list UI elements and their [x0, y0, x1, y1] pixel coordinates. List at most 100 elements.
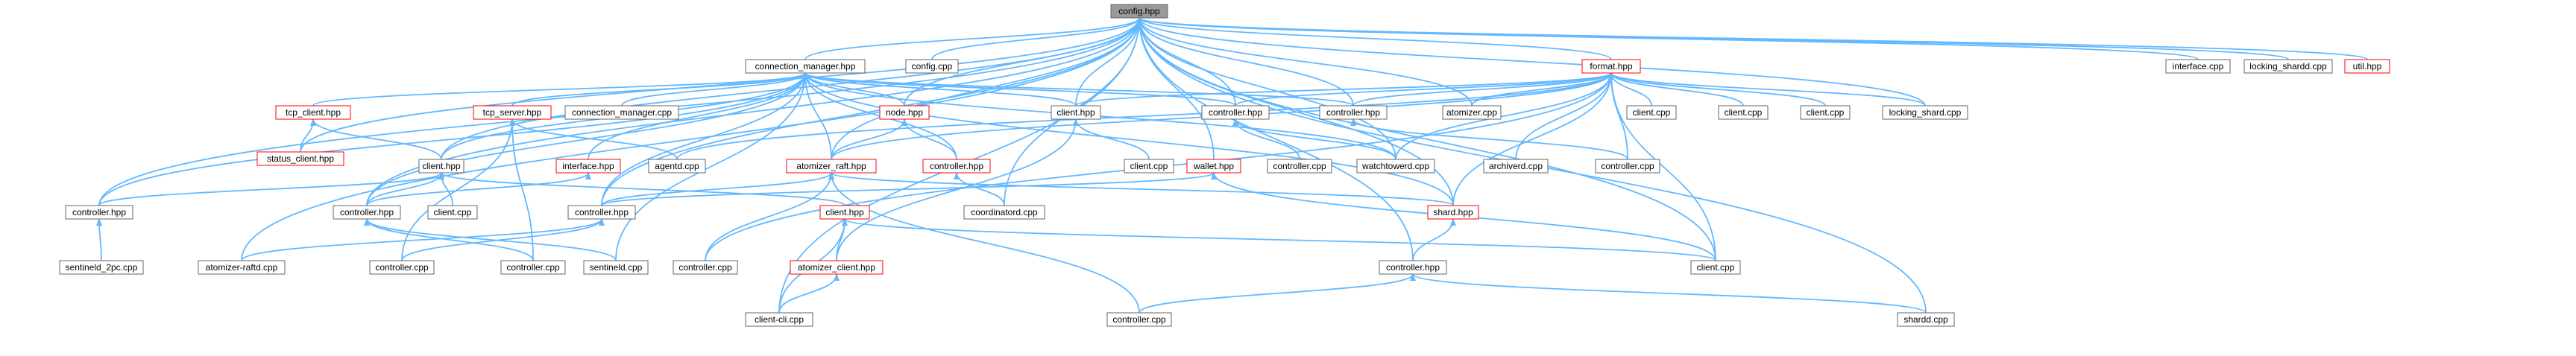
include-edge-line — [901, 118, 957, 160]
include-edge — [366, 17, 1142, 206]
include-edge — [438, 172, 453, 206]
file-node-archiverd-cpp[interactable]: archiverd.cpp — [1483, 159, 1549, 174]
file-node-controller-cpp-f[interactable]: controller.cpp — [1106, 312, 1172, 327]
file-node-label: tcp_client.hpp — [286, 107, 341, 118]
file-node-client-cpp-b[interactable]: client.cpp — [1718, 105, 1769, 120]
file-node-tcp-server-hpp[interactable]: tcp_server.hpp — [473, 105, 552, 120]
file-node-shardd-cpp[interactable]: shardd.cpp — [1897, 312, 1955, 327]
file-node-box — [1483, 159, 1549, 174]
include-edge-line — [615, 72, 808, 261]
include-edge — [96, 218, 103, 261]
file-node-box — [1718, 105, 1769, 120]
file-node-controller-cpp-a[interactable]: controller.cpp — [1267, 159, 1332, 174]
file-node-controller-hpp-c[interactable]: controller.hpp — [65, 205, 133, 220]
file-node-client-cpp-e[interactable]: client.cpp — [427, 205, 478, 220]
include-edge-line — [802, 72, 905, 107]
file-node-client-hpp-red[interactable]: client.hpp — [819, 205, 870, 220]
file-node-coordinatord-cpp[interactable]: coordinatord.cpp — [963, 205, 1045, 220]
include-edge-line — [241, 218, 605, 261]
file-node-label: client.cpp — [1633, 107, 1671, 118]
file-node-format-hpp[interactable]: format.hpp — [1581, 59, 1641, 74]
file-node-box — [745, 312, 813, 327]
file-node-controller-hpp-f[interactable]: controller.hpp — [1379, 260, 1447, 275]
include-edge — [615, 72, 808, 261]
file-node-config-hpp[interactable]: config.hpp — [1110, 4, 1168, 19]
include-edge-line — [241, 17, 1142, 261]
include-edge-line — [1136, 17, 1926, 107]
file-node-client-cpp-a[interactable]: client.cpp — [1626, 105, 1677, 120]
file-node-controller-hpp-red[interactable]: controller.hpp — [922, 159, 991, 174]
file-node-box — [745, 59, 866, 74]
include-edge-line — [804, 17, 1142, 60]
file-node-config-cpp[interactable]: config.cpp — [905, 59, 959, 74]
include-edge — [1136, 17, 2368, 60]
file-node-interface-cpp[interactable]: interface.cpp — [2165, 59, 2231, 74]
file-node-watchtowerd-cpp[interactable]: watchtowerd.cpp — [1356, 159, 1435, 174]
include-edge-line — [1075, 72, 1614, 107]
include-edge-line — [511, 72, 808, 107]
include-edge — [1139, 273, 1416, 314]
include-edge-line — [831, 118, 907, 160]
file-node-util-hpp[interactable]: util.hpp — [2344, 59, 2390, 74]
file-node-box — [905, 59, 959, 74]
file-node-label: controller.hpp — [1326, 107, 1380, 118]
file-node-status-client-hpp[interactable]: status_client.hpp — [256, 151, 344, 166]
file-node-client-cpp-f[interactable]: client.cpp — [1690, 260, 1741, 275]
file-node-client-cli-cpp[interactable]: client-cli.cpp — [745, 312, 813, 327]
file-node-controller-cpp-c[interactable]: controller.cpp — [369, 260, 435, 275]
file-node-box — [1442, 105, 1502, 120]
file-node-interface-hpp[interactable]: interface.hpp — [555, 159, 621, 174]
include-edge-line — [366, 17, 1142, 206]
file-node-controller-hpp-a[interactable]: controller.hpp — [1201, 105, 1270, 120]
file-node-atomizer-cpp[interactable]: atomizer.cpp — [1442, 105, 1502, 120]
include-edge — [1136, 17, 1926, 107]
file-node-shard-hpp[interactable]: shard.hpp — [1427, 205, 1479, 220]
file-node-client-hpp-b[interactable]: client.hpp — [418, 159, 465, 174]
file-node-atomizer-client-hpp[interactable]: atomizer_client.hpp — [790, 260, 884, 275]
file-node-locking-shardd-cpp[interactable]: locking_shardd.cpp — [2243, 59, 2333, 74]
file-node-controller-hpp-d[interactable]: controller.hpp — [333, 205, 401, 220]
file-node-client-cpp-d[interactable]: client.cpp — [1124, 159, 1174, 174]
include-edge — [601, 172, 1217, 206]
file-node-label: util.hpp — [2353, 61, 2382, 71]
file-node-agentd-cpp[interactable]: agentd.cpp — [648, 159, 706, 174]
file-node-atomizer-raft-hpp[interactable]: atomizer_raft.hpp — [786, 159, 877, 174]
file-node-label: atomizer_client.hpp — [798, 262, 875, 273]
file-node-box — [1106, 312, 1172, 327]
include-edge-line — [802, 72, 1354, 107]
file-node-box — [879, 105, 930, 120]
file-node-connection-manager-cpp[interactable]: connection_manager.cpp — [564, 105, 679, 120]
file-node-client-hpp-a[interactable]: client.hpp — [1051, 105, 1101, 120]
include-edge — [601, 72, 808, 206]
include-edge-line — [842, 218, 1716, 261]
file-node-wallet-hpp[interactable]: wallet.hpp — [1186, 159, 1241, 174]
include-edge — [1608, 72, 1716, 261]
file-node-label: shard.hpp — [1433, 207, 1473, 217]
file-node-connection-manager-hpp[interactable]: connection_manager.hpp — [745, 59, 866, 74]
file-node-node-hpp[interactable]: node.hpp — [879, 105, 930, 120]
file-node-controller-cpp-b[interactable]: controller.cpp — [1595, 159, 1660, 174]
file-node-locking-shard-cpp[interactable]: locking_shard.cpp — [1882, 105, 1968, 120]
include-edge — [601, 172, 834, 206]
include-edge — [509, 118, 534, 261]
file-node-controller-hpp-e[interactable]: controller.hpp — [567, 205, 636, 220]
file-node-controller-hpp-b[interactable]: controller.hpp — [1319, 105, 1388, 120]
file-node-label: config.hpp — [1118, 6, 1160, 16]
include-edge-line — [366, 72, 808, 206]
file-node-sentineld-cpp[interactable]: sentineld.cpp — [583, 260, 649, 275]
file-node-label: atomizer_raft.hpp — [796, 161, 866, 171]
file-node-atomizer-raftd-cpp[interactable]: atomizer-raftd.cpp — [198, 260, 286, 275]
file-node-label: status_client.hpp — [267, 153, 334, 164]
file-node-label: format.hpp — [1590, 61, 1633, 71]
file-node-box — [1581, 59, 1641, 74]
file-node-sentineld-2pc-cpp[interactable]: sentineld_2pc.cpp — [59, 260, 144, 275]
include-edge-line — [828, 172, 1140, 314]
file-node-client-cpp-c[interactable]: client.cpp — [1800, 105, 1851, 120]
file-node-controller-cpp-e[interactable]: controller.cpp — [673, 260, 738, 275]
file-node-tcp-client-hpp[interactable]: tcp_client.hpp — [275, 105, 351, 120]
include-edge — [802, 72, 1354, 107]
file-node-controller-cpp-d[interactable]: controller.cpp — [500, 260, 566, 275]
file-node-label: atomizer-raftd.cpp — [206, 262, 278, 273]
file-node-label: controller.cpp — [1601, 161, 1654, 171]
